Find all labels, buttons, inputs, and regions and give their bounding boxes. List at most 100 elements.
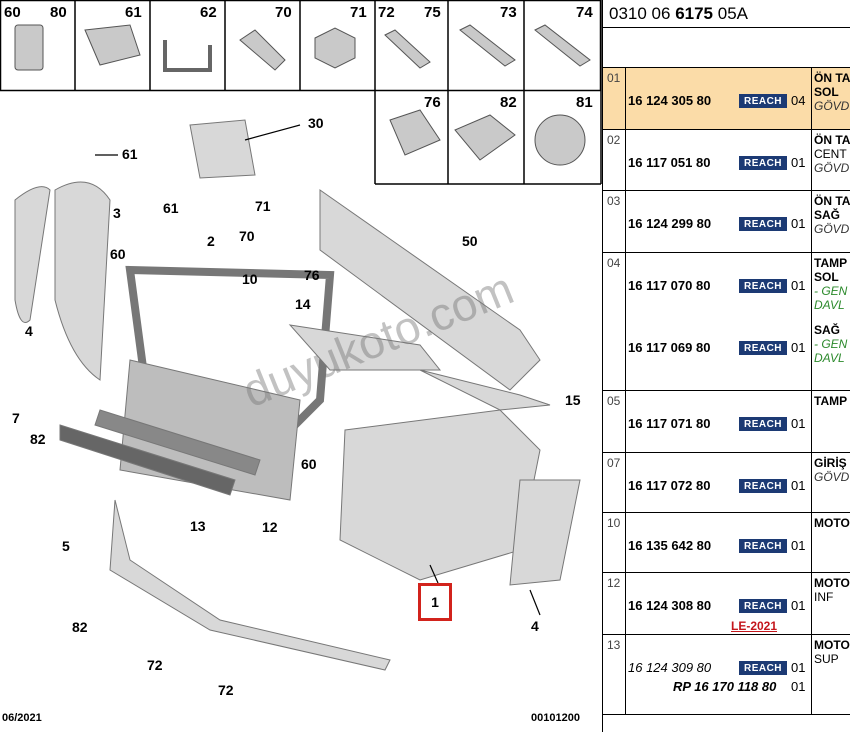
screw-icon-3 (534, 24, 591, 67)
callout: 70 (239, 228, 255, 244)
description-line: MOTO (814, 516, 850, 530)
replacement-part-number[interactable]: RP 16 170 118 80 (673, 679, 777, 694)
quantity: 01 (791, 538, 806, 553)
bracket-icon (163, 40, 212, 72)
callout: 71 (255, 198, 271, 214)
reach-badge: REACH (739, 599, 787, 613)
column-divider (811, 573, 812, 634)
reach-badge: REACH (739, 279, 787, 293)
cell-label: 80 (50, 4, 67, 21)
part-5-lip (109, 499, 391, 671)
selected-callout-box[interactable]: 1 (418, 583, 452, 621)
quantity: 01 (791, 155, 806, 170)
part-number[interactable]: 16 135 642 80 (628, 538, 712, 553)
callout: 4 (531, 618, 539, 634)
description-line: GİRİŞ (814, 456, 847, 470)
row-index: 10 (607, 516, 621, 530)
reference-number: 0310 06 6175 05A (609, 4, 748, 24)
callout: 14 (295, 296, 311, 312)
reach-badge: REACH (739, 661, 787, 675)
column-divider (625, 191, 626, 252)
part-12-grille (94, 409, 261, 476)
part-number[interactable]: 16 124 308 80 (628, 598, 712, 613)
row-index: 01 (607, 71, 621, 85)
part-14 (288, 324, 442, 371)
cell-label: 75 (424, 4, 441, 21)
reach-badge: REACH (739, 217, 787, 231)
cell-label: 60 (4, 4, 21, 21)
callout: 10 (242, 271, 258, 287)
description-line: ÖN TA (814, 71, 850, 85)
callout: 3 (113, 205, 121, 221)
cell-label: 72 (378, 4, 395, 21)
quantity: 01 (791, 216, 806, 231)
part-number[interactable]: 16 117 069 80 (628, 340, 711, 355)
part-number[interactable]: 16 117 072 80 (628, 478, 711, 493)
bolt-icon (239, 29, 286, 71)
ref-prefix: 0310 06 (609, 4, 676, 23)
part-number[interactable]: 16 117 051 80 (628, 155, 711, 170)
column-divider (625, 573, 626, 634)
reach-badge: REACH (739, 94, 787, 108)
cell-label: 71 (350, 4, 367, 21)
part-number[interactable]: 16 117 071 80 (628, 416, 711, 431)
description-line: ÖN TA (814, 194, 850, 208)
part-3-side-bracket (54, 181, 111, 381)
description-line: SAĞ (814, 323, 841, 337)
description-line: SOL (814, 85, 839, 99)
quantity: 01 (791, 416, 806, 431)
description-line: GÖVD (814, 161, 850, 175)
column-divider (811, 513, 812, 572)
callout: 60 (110, 246, 126, 262)
column-divider (811, 253, 812, 390)
part-number[interactable]: 16 117 070 80 (628, 278, 711, 293)
description-line: SUP (814, 652, 839, 666)
description-line: SAĞ (814, 208, 841, 222)
part-number[interactable]: 16 124 305 80 (628, 93, 712, 108)
ref-suffix: 05A (713, 4, 748, 23)
row-index: 04 (607, 256, 621, 270)
cell-label: 81 (576, 94, 593, 111)
reach-badge: REACH (739, 156, 787, 170)
callout: 12 (262, 519, 278, 535)
cell-label: 70 (275, 4, 292, 21)
reach-badge: REACH (739, 539, 787, 553)
reach-badge: REACH (739, 417, 787, 431)
description: MOTO (814, 516, 850, 530)
table-row[interactable]: 10 16 135 642 80 REACH 01 MOTO (603, 513, 850, 573)
column-divider (625, 635, 626, 714)
part-number[interactable]: 16 124 309 80 (628, 660, 712, 675)
part-number[interactable]: 16 124 299 80 (628, 216, 712, 231)
callout: 15 (565, 392, 581, 408)
cell-label: 74 (576, 4, 593, 21)
screw-icon-2 (459, 24, 516, 67)
reach-badge: REACH (739, 479, 787, 493)
description-line: SOL (814, 270, 839, 284)
description-line: - GEN (814, 284, 848, 298)
parts-diagram: 60 80 61 62 70 71 72 75 73 74 76 82 81 3… (0, 0, 602, 724)
callout: 72 (218, 682, 234, 698)
validity-note[interactable]: LE-2021 (731, 619, 778, 633)
callout: 72 (147, 657, 163, 673)
row-index: 02 (607, 133, 621, 147)
callout: 61 (163, 200, 179, 216)
quantity: 01 (791, 598, 806, 613)
part-4-left-bracket (14, 186, 51, 323)
column-divider (625, 130, 626, 190)
column-divider (811, 635, 812, 714)
cell-label: 82 (500, 94, 517, 111)
part-15 (419, 369, 551, 411)
callout: 82 (72, 619, 88, 635)
header-divider (603, 27, 850, 28)
diagram-drawing (0, 0, 602, 671)
